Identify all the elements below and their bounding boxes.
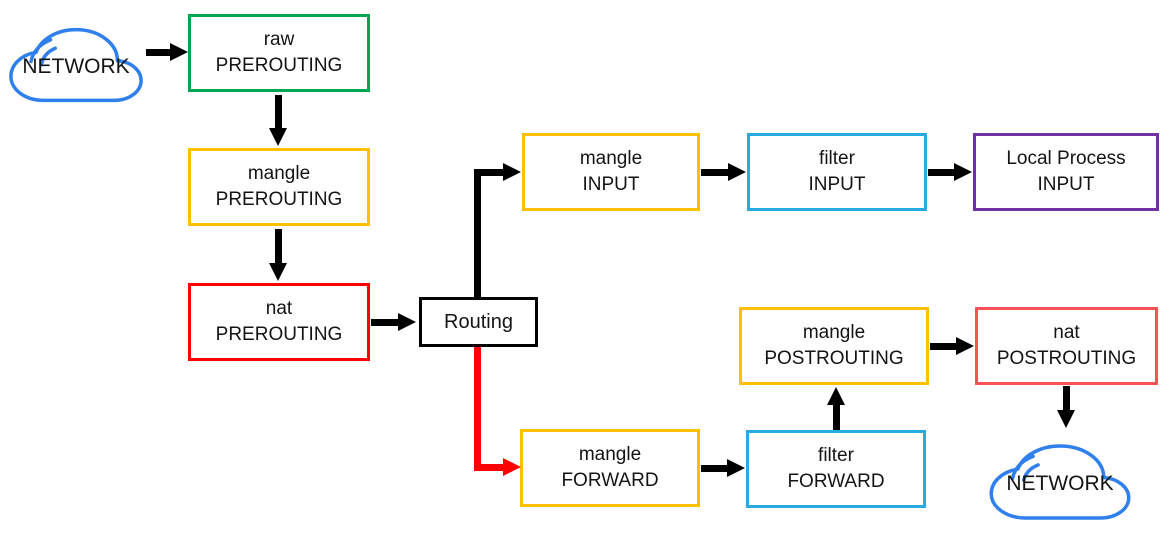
node-label-line2: FORWARD xyxy=(561,470,659,491)
arrow-routing-to-mangle-forward-head-icon xyxy=(503,458,521,476)
cloud-outline xyxy=(991,446,1129,518)
arrow-mangle-input-to-filter-input-head-icon xyxy=(728,163,746,181)
node-label-line2: PREROUTING xyxy=(215,324,343,345)
network-in-label: NETWORK xyxy=(22,54,130,78)
cloud-icon xyxy=(5,12,147,118)
node-label-line1: filter xyxy=(819,148,855,169)
arrow-mangle-input-to-filter-input-shaft xyxy=(701,169,730,176)
arrow-routing-to-mangle-forward-hshaft xyxy=(474,464,505,471)
node-label-line1: mangle xyxy=(247,163,311,184)
node-mangle-input: mangle INPUT xyxy=(522,133,700,211)
arrow-filter-forward-to-mangle-postrouting-shaft xyxy=(833,403,840,430)
arrow-mangle-forward-to-filter-forward-shaft xyxy=(701,465,729,472)
node-label-line1: mangle xyxy=(802,322,866,343)
node-label-line1: raw xyxy=(263,29,295,50)
arrow-nat-to-routing-shaft xyxy=(371,319,400,326)
node-label-line2: INPUT xyxy=(1037,174,1095,195)
node-nat-prerouting: nat PREROUTING xyxy=(188,283,370,361)
node-nat-postrouting: nat POSTROUTING xyxy=(975,307,1158,385)
cloud-icon xyxy=(985,428,1135,536)
node-label-line2: INPUT xyxy=(582,174,640,195)
node-filter-input: filter INPUT xyxy=(747,133,927,211)
node-label-line1: nat xyxy=(265,298,293,319)
arrow-mangle-to-nat-head-icon xyxy=(269,263,287,281)
node-mangle-postrouting: mangle POSTROUTING xyxy=(739,307,929,385)
arrow-raw-to-mangle-shaft xyxy=(275,95,282,130)
arrow-filter-input-to-local-process-shaft xyxy=(928,169,956,176)
node-label-line1: mangle xyxy=(579,148,643,169)
node-label-line2: PREROUTING xyxy=(215,55,343,76)
node-label: Routing xyxy=(444,311,513,333)
arrow-filter-input-to-local-process-head-icon xyxy=(954,163,972,181)
node-label-line1: mangle xyxy=(578,444,642,465)
arrow-routing-to-mangle-input-head-icon xyxy=(503,163,521,181)
cloud-inner-arc xyxy=(42,48,56,63)
node-raw-prerouting: raw PREROUTING xyxy=(188,14,370,92)
cloud-inner-arc xyxy=(31,40,51,62)
arrow-routing-to-mangle-forward-vshaft xyxy=(474,347,481,470)
arrow-mangle-postrouting-to-nat-postrouting-shaft xyxy=(930,343,958,350)
node-label-line1: nat xyxy=(1053,322,1080,343)
arrow-mangle-to-nat-shaft xyxy=(275,229,282,264)
cloud-inner-arc xyxy=(1013,456,1034,478)
arrow-mangle-forward-to-filter-forward-head-icon xyxy=(727,459,745,477)
node-label-line2: FORWARD xyxy=(787,471,885,492)
arrow-nat-postrouting-to-network-shaft xyxy=(1063,386,1070,412)
node-mangle-forward: mangle FORWARD xyxy=(520,429,700,507)
cloud-outline xyxy=(11,30,141,101)
arrow-network-to-raw-head-icon xyxy=(170,43,188,61)
node-routing: Routing xyxy=(419,297,538,347)
network-out-label: NETWORK xyxy=(1006,471,1114,495)
arrow-mangle-postrouting-to-nat-postrouting-head-icon xyxy=(956,337,974,355)
node-label-line1: filter xyxy=(818,445,854,466)
arrow-network-to-raw-shaft xyxy=(146,49,172,56)
arrow-filter-forward-to-mangle-postrouting-head-icon xyxy=(827,387,845,405)
node-label-line1: Local Process xyxy=(1006,148,1126,169)
network-out-cloud: NETWORK xyxy=(985,428,1135,536)
node-label-line2: PREROUTING xyxy=(215,189,343,210)
node-mangle-prerouting: mangle PREROUTING xyxy=(188,148,370,226)
node-label-line2: INPUT xyxy=(808,174,866,195)
arrow-routing-to-mangle-input-vshaft xyxy=(474,169,481,297)
node-label-line2: POSTROUTING xyxy=(996,348,1137,369)
node-label-line2: POSTROUTING xyxy=(764,348,904,369)
arrow-raw-to-mangle-head-icon xyxy=(269,128,287,146)
arrow-routing-to-mangle-input-hshaft xyxy=(474,169,505,176)
node-local-process-input: Local Process INPUT xyxy=(973,133,1159,211)
node-filter-forward: filter FORWARD xyxy=(746,430,926,508)
network-in-cloud: NETWORK xyxy=(5,12,147,118)
cloud-inner-arc xyxy=(1024,465,1038,480)
arrow-nat-postrouting-to-network-head-icon xyxy=(1057,410,1075,428)
arrow-nat-to-routing-head-icon xyxy=(398,313,416,331)
